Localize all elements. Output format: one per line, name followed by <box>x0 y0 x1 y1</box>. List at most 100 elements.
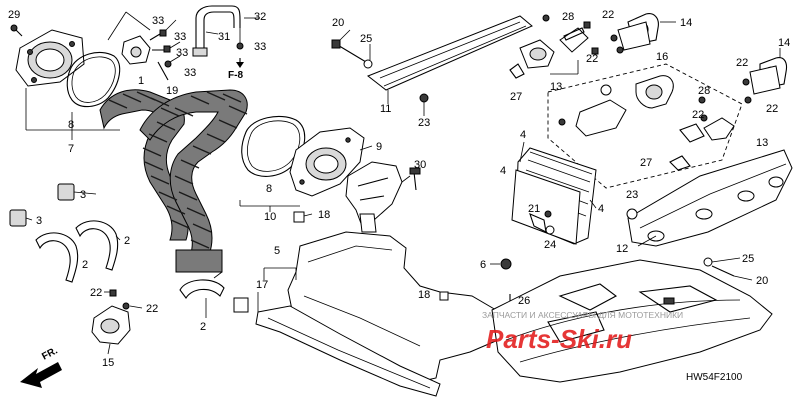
band-2b-part <box>75 220 119 271</box>
hose-rib <box>150 175 170 185</box>
hose-rib <box>178 191 198 201</box>
strip-17-detail <box>267 317 431 389</box>
leader-line <box>125 11 151 31</box>
callout-33a: 33 <box>152 15 164 27</box>
intake-flange-group <box>10 24 121 140</box>
callout-11: 11 <box>380 103 391 115</box>
hose-cuff-part <box>175 249 223 273</box>
callout-16: 16 <box>656 51 668 63</box>
callout-13a: 13 <box>550 81 562 93</box>
plate-hole <box>345 137 351 143</box>
callout-33c: 33 <box>176 47 188 59</box>
grommet-18b-part <box>439 291 449 301</box>
tube-32-part <box>195 5 241 52</box>
callout-labels: 29 8 7 33 33 33 33 1 19 31 32 33 F-8 20 … <box>8 9 790 383</box>
ring-27-part <box>509 63 525 79</box>
callout-22e: 22 <box>692 109 704 121</box>
callout-4c: 4 <box>598 203 604 215</box>
callout-15: 15 <box>102 357 114 369</box>
callout-2b: 2 <box>82 259 88 271</box>
hose-rib <box>122 93 142 103</box>
callout-31: 31 <box>218 31 230 43</box>
bracket-part <box>679 123 705 143</box>
leader-line <box>73 191 97 195</box>
hose-rib <box>160 107 180 117</box>
heat-guard-hole <box>695 208 713 220</box>
leader-line <box>107 343 111 355</box>
flange-bolt-hole <box>27 49 33 55</box>
callout-22f: 22 <box>90 287 102 299</box>
leader-line <box>205 31 219 35</box>
hose-rib <box>206 91 226 101</box>
leader-line <box>169 55 181 63</box>
hose-rib <box>190 95 210 105</box>
callout-14a: 14 <box>680 17 692 29</box>
front-arrow-icon <box>20 362 62 388</box>
hull-seat-rear <box>638 285 718 313</box>
callout-20b: 20 <box>756 275 768 287</box>
clip-3-part <box>57 183 75 201</box>
cover-plate-bore-inner <box>313 154 339 174</box>
leader-line <box>637 235 657 247</box>
watermark-sub: ЗАПЧАСТИ И АКСЕССУАРЫ ДЛЯ МОТОТЕХНИКИ <box>482 310 683 320</box>
callout-6: 6 <box>480 259 486 271</box>
clip-3b-part <box>9 209 27 227</box>
callout-10: 10 <box>264 211 276 223</box>
callout-23a: 23 <box>418 117 430 129</box>
seal-ring-8-inner <box>71 56 116 103</box>
leader-line <box>107 11 127 41</box>
callout-20a: 20 <box>332 17 344 29</box>
hose-rib <box>108 99 128 109</box>
clip-33-part <box>159 29 167 37</box>
callout-27b: 27 <box>640 157 652 169</box>
leader-line <box>169 41 181 49</box>
callout-14b: 14 <box>778 37 790 49</box>
hose-rib <box>192 223 212 233</box>
hose-rib <box>190 239 210 249</box>
callout-28a: 28 <box>562 11 574 23</box>
heat-guard-hole <box>768 176 784 188</box>
clamp-16-bore <box>645 84 663 100</box>
rail-11-part <box>367 15 533 91</box>
u-clamp-nut <box>616 46 624 54</box>
bracket-clip-group <box>107 11 181 81</box>
filter-4-front <box>511 169 581 245</box>
leader-line <box>339 29 351 41</box>
callout-8b: 8 <box>266 183 272 195</box>
spring-part <box>703 117 735 141</box>
tray-5-ribs <box>303 245 421 347</box>
hose-rib <box>180 159 200 169</box>
hose-clamp-2-part <box>179 279 225 299</box>
seal-ring-8-part <box>66 52 121 108</box>
callout-18b: 18 <box>418 289 430 301</box>
flange-bore-inner <box>35 48 65 72</box>
callout-22a: 22 <box>602 9 614 21</box>
hose-rib <box>174 175 194 185</box>
nut-22b-part <box>591 47 599 55</box>
hose-rib <box>166 205 186 215</box>
hull-line <box>519 317 751 363</box>
bolt-30-part <box>413 171 417 191</box>
hose-rib <box>186 207 206 217</box>
corrugated-hose-group <box>99 89 248 299</box>
leader-line <box>165 19 177 31</box>
callout-28b: 28 <box>698 85 710 97</box>
callout-2c: 2 <box>200 321 206 333</box>
bottom-tray-group <box>233 231 499 397</box>
heat-guard-ridge <box>639 163 787 229</box>
nut-28-part <box>542 14 550 22</box>
front-arrow <box>20 362 62 388</box>
filter-4-ribs <box>521 151 593 217</box>
nut-22e-part <box>700 114 708 122</box>
hose-rib <box>142 147 162 157</box>
callout-22g: 22 <box>146 303 158 315</box>
seal-ring-8b-inner <box>246 120 301 172</box>
bracket-1-boss <box>130 46 142 58</box>
bolt-19-part <box>157 61 169 81</box>
clip-33-part <box>164 60 172 68</box>
plate-hole <box>299 179 305 185</box>
heat-guard-hole <box>737 190 755 202</box>
hose-rib <box>148 133 168 143</box>
nut-23-part <box>419 93 429 103</box>
bolt-20b-part <box>711 265 735 277</box>
